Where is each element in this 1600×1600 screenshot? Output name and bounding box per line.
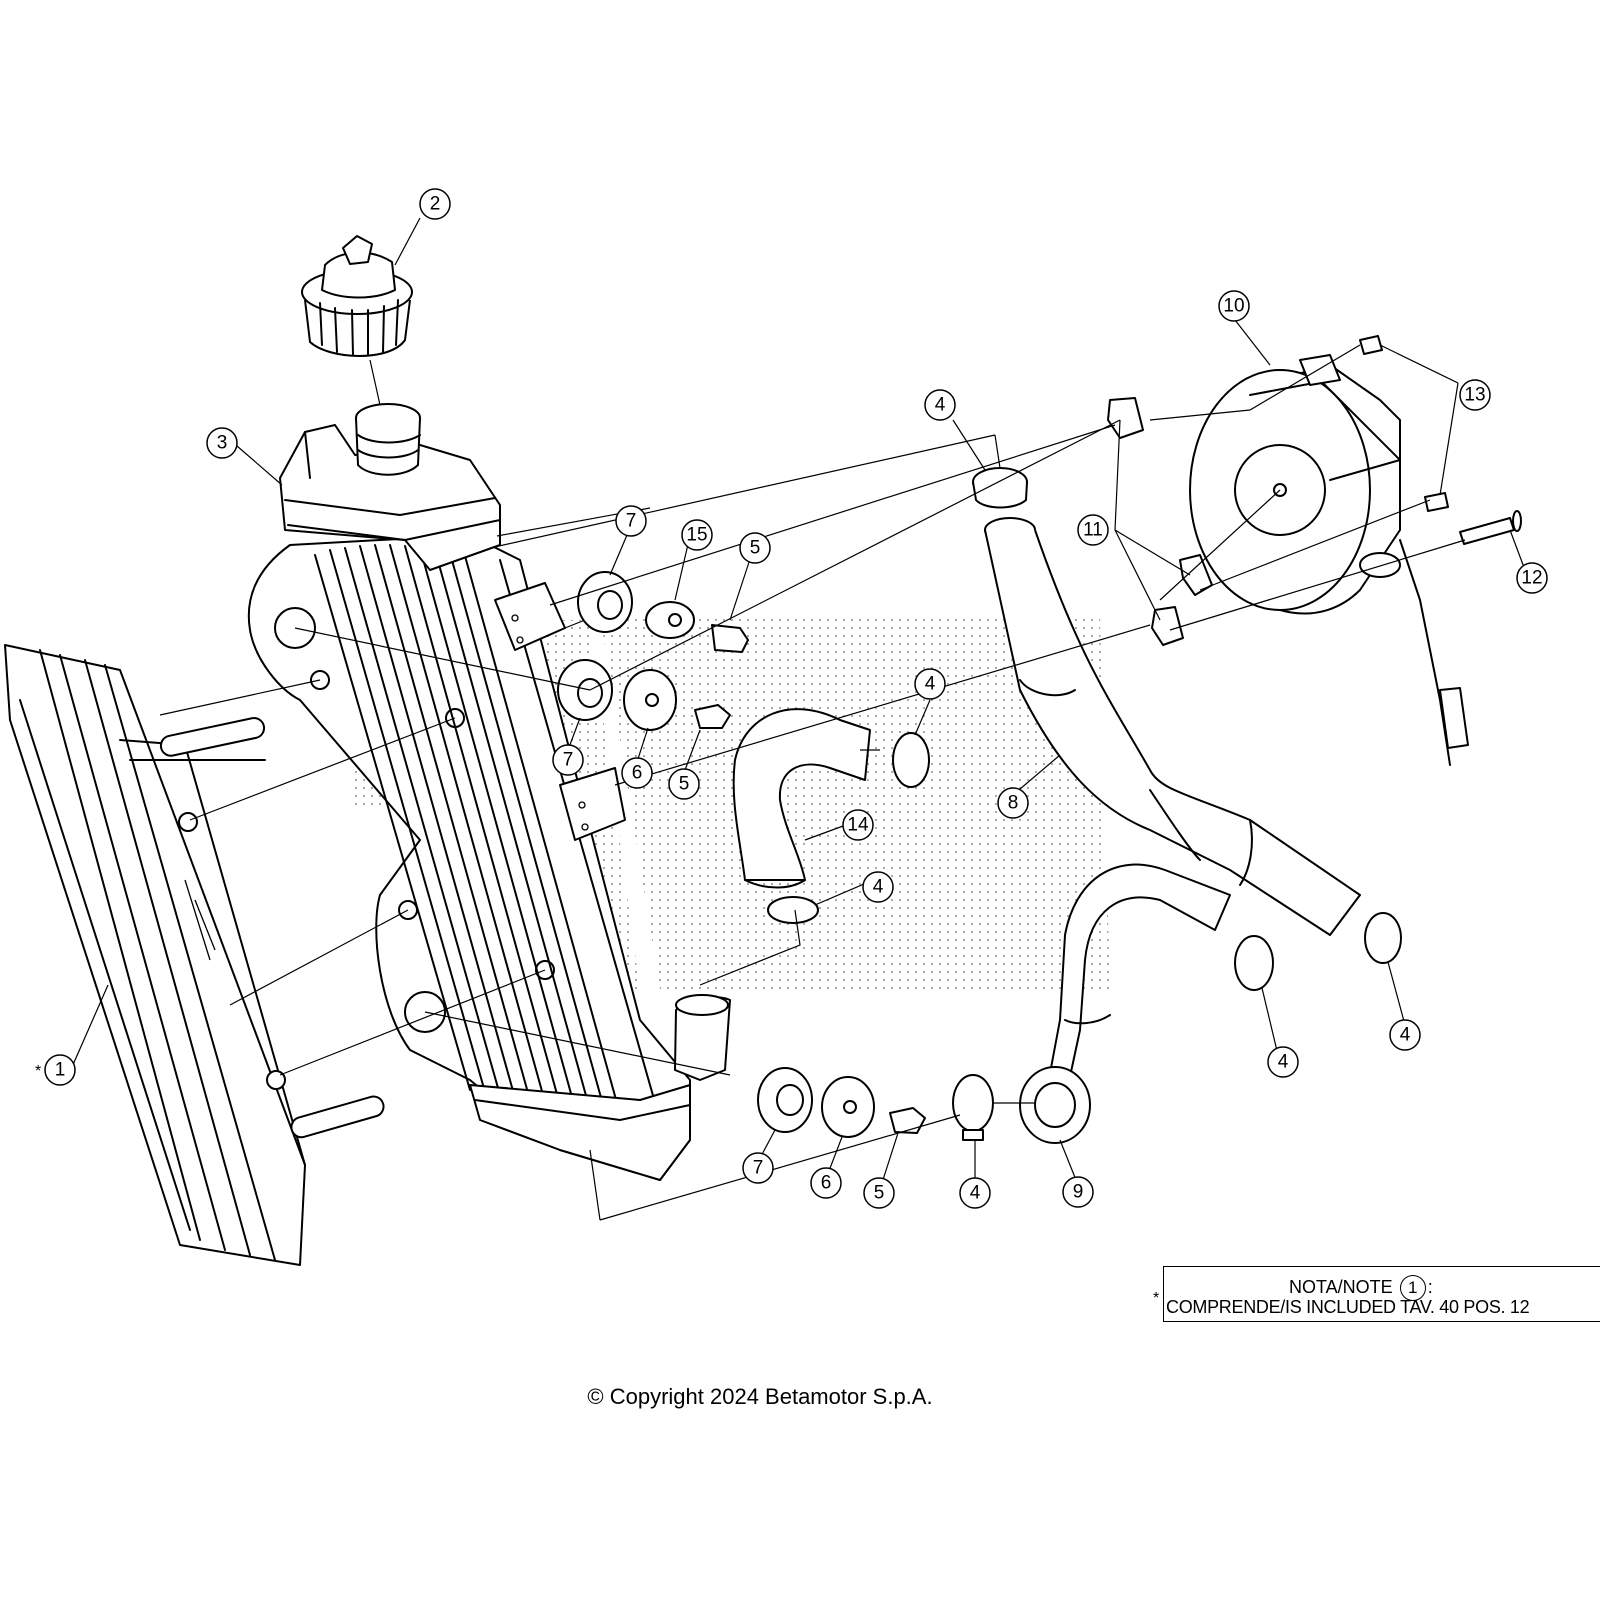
callout-2: 2 <box>419 188 451 220</box>
note-prefix: NOTA/NOTE <box>1289 1276 1393 1297</box>
callout-9-label: 9 <box>1073 1182 1084 1203</box>
callout-5b: 5 <box>668 768 700 800</box>
pins <box>1359 335 1522 545</box>
fasteners-lower <box>757 1067 926 1138</box>
callout-5a: 5 <box>739 532 771 564</box>
callout-7a-label: 7 <box>626 511 637 532</box>
callout-7b-label: 7 <box>563 750 574 771</box>
callout-10-label: 10 <box>1223 296 1244 317</box>
callout-4f: 4 <box>959 1177 991 1209</box>
hose-8 <box>984 517 1361 936</box>
radiator-cap <box>301 235 413 357</box>
callout-7a: 7 <box>615 505 647 537</box>
hose-14 <box>732 708 871 889</box>
callout-13-label: 13 <box>1464 385 1485 406</box>
callout-star: * <box>35 1063 41 1080</box>
note-box: NOTA/NOTE 1: COMPRENDE/IS INCLUDED TAV. … <box>1163 1266 1600 1322</box>
callout-6b-label: 6 <box>821 1173 832 1194</box>
callout-14-label: 14 <box>847 815 869 836</box>
note-star: * <box>1153 1290 1160 1307</box>
callout-6a: 6 <box>621 757 653 789</box>
copyright: © Copyright 2024 Betamotor S.p.A. <box>587 1384 933 1409</box>
callout-11-label: 11 <box>1083 520 1103 541</box>
callout-4b-label: 4 <box>925 674 936 695</box>
callout-6a-label: 6 <box>632 763 643 784</box>
callout-4e: 4 <box>1389 1019 1421 1051</box>
callout-5b-label: 5 <box>679 774 690 795</box>
callout-4d: 4 <box>1267 1046 1299 1078</box>
callout-15: 15 <box>681 519 713 551</box>
callout-14: 14 <box>842 809 874 841</box>
callout-1: 1 <box>44 1054 76 1086</box>
callout-4c-label: 4 <box>873 877 884 898</box>
callout-8-label: 8 <box>1008 793 1019 814</box>
callout-5a-label: 5 <box>750 538 761 559</box>
callout-4a: 4 <box>924 389 956 421</box>
callout-8: 8 <box>997 787 1029 819</box>
callout-7c-label: 7 <box>753 1158 764 1179</box>
callout-12: 12 <box>1516 562 1548 594</box>
callout-3: 3 <box>206 427 238 459</box>
note-heading: NOTA/NOTE 1: <box>1289 1275 1433 1301</box>
radiator-guard <box>4 644 385 1266</box>
callout-7b: 7 <box>552 744 584 776</box>
callout-4f-label: 4 <box>970 1183 981 1204</box>
callout-15-label: 15 <box>686 525 707 546</box>
callout-7c: 7 <box>742 1152 774 1184</box>
washers <box>623 601 695 731</box>
callout-4e-label: 4 <box>1400 1025 1411 1046</box>
bolts <box>694 624 749 729</box>
hose-clamps <box>767 467 1402 1141</box>
clips <box>1107 397 1213 646</box>
callout-1-label: 1 <box>55 1060 66 1081</box>
note-suffix: : <box>1427 1276 1433 1297</box>
note-ref-circle: 1 <box>1399 1275 1426 1301</box>
callout-4b: 4 <box>914 668 946 700</box>
callout-12-label: 12 <box>1521 568 1542 589</box>
callout-6b: 6 <box>810 1167 842 1199</box>
callout-10: 10 <box>1218 290 1250 322</box>
grommet-upper <box>557 571 633 721</box>
callout-4d-label: 4 <box>1278 1052 1289 1073</box>
callout-5c: 5 <box>863 1177 895 1209</box>
callout-5c-label: 5 <box>874 1183 885 1204</box>
radiator <box>247 403 731 1181</box>
callout-4c: 4 <box>862 871 894 903</box>
callout-4a-label: 4 <box>935 395 946 416</box>
note-text: COMPRENDE/IS INCLUDED TAV. 40 POS. 12 <box>1166 1297 1530 1317</box>
hose-9 <box>1019 863 1231 1144</box>
callouts: * 1 2 3 4 4 4 4 4 4 4 5 5 5 6 6 7 7 7 8 … <box>35 188 1548 1209</box>
cooling-fan <box>1189 354 1469 766</box>
explosion-lines <box>159 344 1466 1221</box>
callout-13: 13 <box>1459 379 1491 411</box>
callout-2-label: 2 <box>430 194 441 215</box>
callout-3-label: 3 <box>217 433 228 454</box>
callout-11: 11 <box>1077 514 1109 546</box>
callout-9: 9 <box>1062 1176 1094 1208</box>
